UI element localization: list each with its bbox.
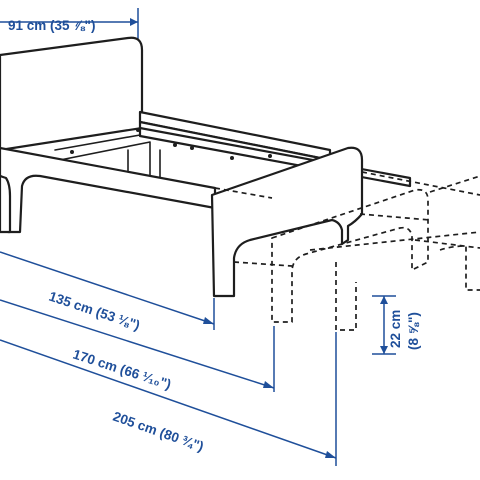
- headboard-panel: [0, 36, 144, 152]
- width-dimension: 91 cm (35 ⅞"): [0, 8, 139, 40]
- arrowhead-135: [203, 317, 214, 324]
- extension-rail-1: [214, 187, 273, 199]
- middle-position-leg: [335, 262, 357, 331]
- width-label: 91 cm (35 ⅞"): [8, 18, 95, 33]
- extension-rail-3: [233, 261, 293, 267]
- front-side-rail: [0, 146, 217, 234]
- head-leg: [0, 174, 12, 234]
- arrowhead-170: [263, 381, 274, 388]
- dimension-line-170: [0, 299, 275, 389]
- height-arrow-bottom: [380, 346, 388, 354]
- rail-hole: [230, 156, 234, 160]
- rail-hole: [190, 146, 194, 150]
- arrowhead-205: [325, 451, 336, 458]
- extension-rail-4: [309, 231, 480, 251]
- rail-hole: [70, 150, 74, 154]
- width-arrowhead: [130, 18, 138, 26]
- rail-hole: [173, 143, 177, 147]
- extension-rail-2: [361, 171, 480, 196]
- rail-hole: [136, 128, 140, 132]
- rail-hole: [268, 154, 272, 158]
- dimension-line-135: [0, 251, 215, 325]
- footboard-middle-position: [271, 188, 429, 323]
- height-label-in: (8 ⅝"): [406, 312, 421, 350]
- height-label-cm: 22 cm: [388, 310, 403, 348]
- extension-rail-6: [414, 239, 480, 249]
- length-dimension-170: 170 cm (66 ¹⁄₁₀"): [0, 299, 275, 393]
- footboard-extended-leg: [439, 245, 480, 291]
- length-label-205: 205 cm (80 ¾"): [111, 409, 206, 455]
- headboard: [0, 36, 144, 152]
- dimension-line-205: [0, 339, 337, 459]
- height-arrow-top: [380, 296, 388, 304]
- bed-frame: [0, 110, 412, 242]
- length-dimension-205: 205 cm (80 ¾"): [0, 332, 337, 466]
- footboard: [210, 146, 364, 298]
- footboard-edge: [347, 213, 363, 227]
- length-dimension-135: 135 cm (53 ⅛"): [0, 251, 215, 333]
- extension-positions: [214, 171, 480, 331]
- footboard-panel: [210, 146, 364, 298]
- inner-rail-left: [54, 134, 141, 151]
- height-dimension: 22 cm (8 ⅝"): [372, 295, 421, 355]
- extension-rail-5: [359, 213, 431, 221]
- length-label-170: 170 cm (66 ¹⁄₁₀"): [71, 347, 173, 393]
